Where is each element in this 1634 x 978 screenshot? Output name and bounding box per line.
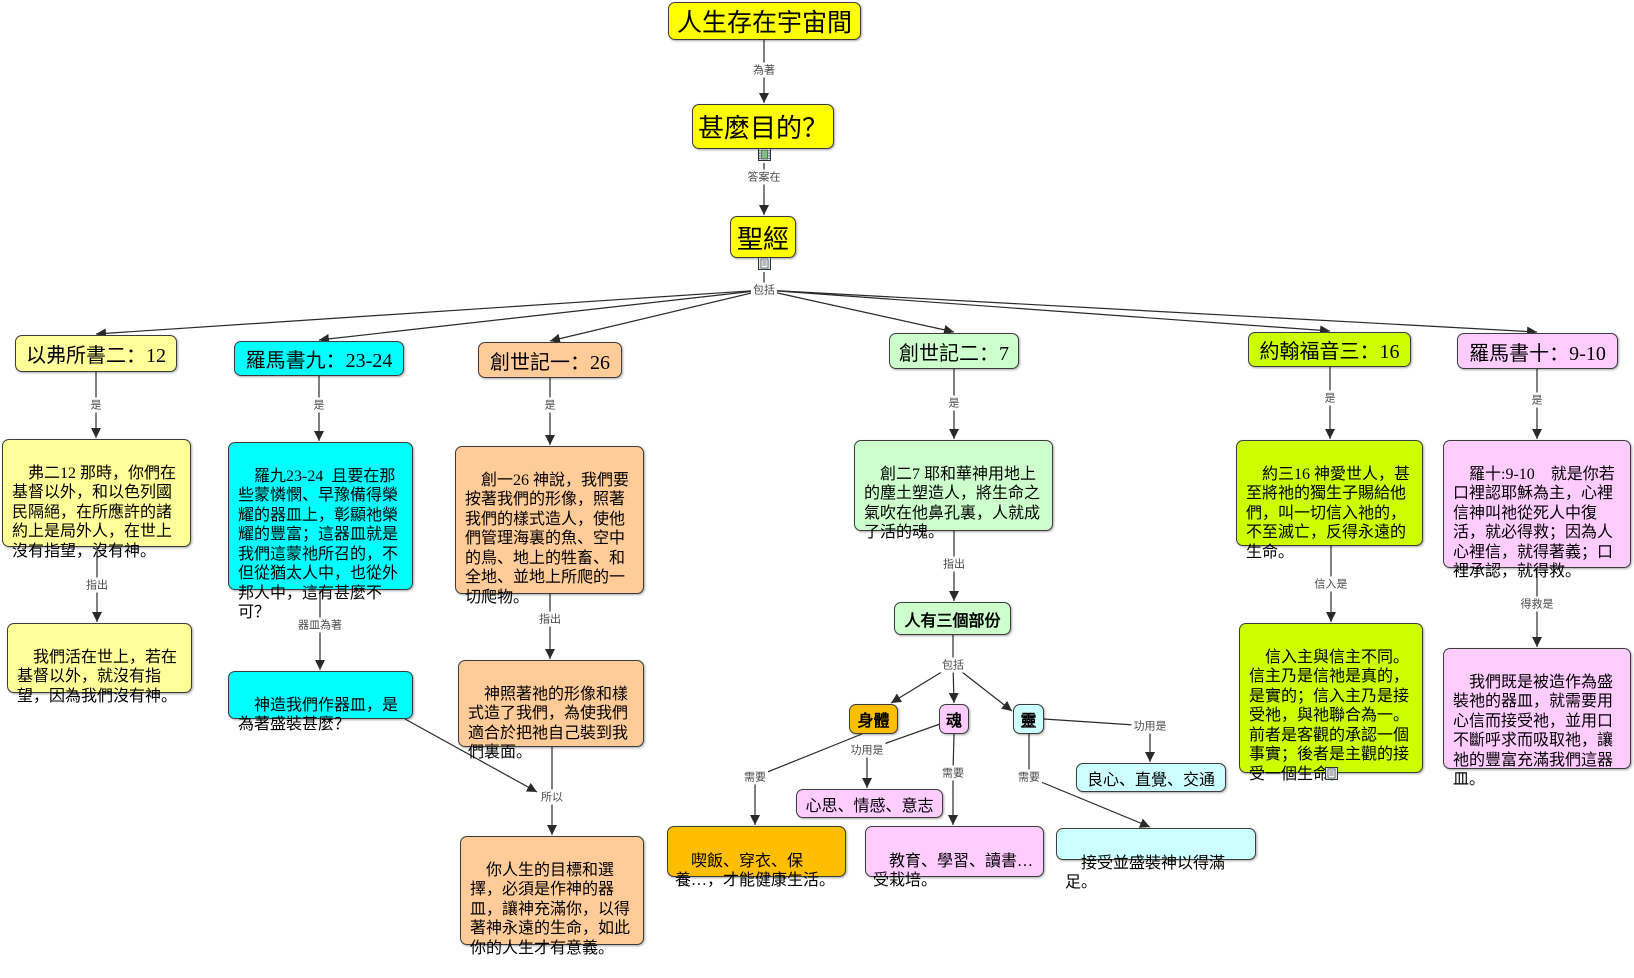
concept-question[interactable]: 甚麼目的？ <box>692 104 834 149</box>
document-icon[interactable] <box>758 257 771 270</box>
link-label-points-out-genesis1[interactable]: 指出 <box>537 611 563 627</box>
romans9-point-text: 神造我們作器皿，是為著盛裝甚麼？ <box>238 696 399 734</box>
concept-john3-point[interactable]: 信入主與信主不同。信主乃是信祂是真的，是實的；信入主乃是接受祂，與祂聯合為一。前… <box>1239 623 1423 783</box>
link-arrow <box>763 289 955 335</box>
concept-three-parts[interactable]: 人有三個部份 <box>894 602 1011 635</box>
link-label-is-genesis2[interactable]: 是 <box>946 395 962 411</box>
concept-romans10-ref[interactable]: 羅馬書十：9-10 <box>1457 333 1618 369</box>
document-icon[interactable] <box>1325 767 1338 780</box>
genesis1-ref-text: 創世記一：26 <box>490 351 610 374</box>
conclusion-text: 你人生的目標和選擇，必須是作神的器皿，讓神充滿你，以得著神永遠的生命，如此你的人… <box>470 861 631 957</box>
link-label-therefore[interactable]: 所以 <box>539 789 565 805</box>
ephesians-point-text: 我們活在世上，若在基督以外，就沒有指望，因為我們沒有神。 <box>17 648 178 705</box>
film-icon[interactable] <box>758 148 771 161</box>
link-label-answer-in[interactable]: 答案在 <box>745 169 783 185</box>
link-arrow <box>763 289 1538 337</box>
link-label-vessel-for[interactable]: 器皿為著 <box>296 617 344 633</box>
soul-function-text: 心思、情感、意志 <box>805 797 934 815</box>
link-label-is-romans9[interactable]: 是 <box>311 397 327 413</box>
link-label-for[interactable]: 為著 <box>751 62 777 78</box>
genesis2-ref-text: 創世記二：7 <box>899 342 1009 365</box>
concept-conclusion[interactable]: 你人生的目標和選擇，必須是作神的器皿，讓神充滿你，以得著神永遠的生命，如此你的人… <box>460 836 644 957</box>
link-label-is-genesis1[interactable]: 是 <box>542 397 558 413</box>
concept-genesis1-text[interactable]: 創一26 神說，我們要按著我們的形像，照著我們的樣式造人，使他們管理海裏的魚、空… <box>455 446 644 606</box>
genesis2-verse-text: 創二7 耶和華神用地上的塵土塑造人，將生命之氣吹在他鼻孔裏，人就成了活的魂。 <box>864 465 1041 542</box>
link-label-spirit-need[interactable]: 需要 <box>1016 769 1042 785</box>
link-arrow <box>318 289 765 344</box>
link-label-points-out-ephesians[interactable]: 指出 <box>84 577 110 593</box>
spirit-function-text: 良心、直覺、交通 <box>1086 771 1215 789</box>
link-label-is-john3[interactable]: 是 <box>1322 390 1338 406</box>
body-need-text: 喫飯、穿衣、保養…，才能健康生活。 <box>675 852 836 890</box>
concept-ephesians-point[interactable]: 我們活在世上，若在基督以外，就沒有指望，因為我們沒有神。 <box>7 623 192 705</box>
link-arrow <box>1028 776 1151 828</box>
link-label-points-out-genesis2[interactable]: 指出 <box>941 556 967 572</box>
concept-romans10-point[interactable]: 我們既是被造作為盛裝祂的器皿，就需要用心信而接受祂，並用口不斷呼求而吸取祂，讓祂… <box>1443 648 1631 788</box>
concept-john3-ref[interactable]: 約翰福音三：16 <box>1248 332 1411 367</box>
link-label-soul-need[interactable]: 需要 <box>940 765 966 781</box>
link-label-body-need[interactable]: 需要 <box>742 769 768 785</box>
romans9-ref-text: 羅馬書九：23-24 <box>245 350 393 372</box>
link-arrow <box>404 718 538 793</box>
concept-ephesians-text[interactable]: 弗二12 那時，你們在基督以外，和以色列國民隔絕，在所應許的諸約上是局外人，在世… <box>2 439 191 560</box>
concept-body-need[interactable]: 喫飯、穿衣、保養…，才能健康生活。 <box>667 826 846 889</box>
john3-point-text: 信入主與信主不同。信主乃是信祂是真的，是實的；信入主乃是接受祂，與祂聯合為一。前… <box>1249 648 1410 783</box>
link-label-soul-function[interactable]: 功用是 <box>848 742 886 758</box>
concept-bible-text: 聖經 <box>736 224 789 254</box>
link-arrow <box>549 289 765 344</box>
link-arrow <box>952 664 1013 712</box>
concept-genesis2-ref[interactable]: 創世記二：7 <box>889 333 1019 369</box>
ephesians-verse-text: 弗二12 那時，你們在基督以外，和以色列國民隔絕，在所應許的諸約上是局外人，在世… <box>12 464 177 560</box>
concept-bible[interactable]: 聖經 <box>730 216 796 258</box>
link-label-spirit-function[interactable]: 功用是 <box>1131 718 1169 734</box>
concept-soul-need[interactable]: 教育、學習、讀書…受栽培。 <box>865 826 1044 889</box>
romans10-ref-text: 羅馬書十：9-10 <box>1469 342 1606 365</box>
concept-ephesians-ref[interactable]: 以弗所書二：12 <box>15 335 177 372</box>
romans9-verse-text: 羅九23-24 且要在那些蒙憐憫、早豫備得榮耀的器皿上，彰顯祂榮耀的豐富；這器皿… <box>238 467 399 622</box>
concept-genesis2-text[interactable]: 創二7 耶和華神用地上的塵土塑造人，將生命之氣吹在他鼻孔裏，人就成了活的魂。 <box>854 440 1053 541</box>
romans10-verse-text: 羅十:9-10 就是你若口裡認耶穌為主，心裡信神叫祂從死人中復活，就必得救；因為… <box>1453 465 1615 581</box>
concept-soul[interactable]: 魂 <box>939 704 969 734</box>
concept-john3-text[interactable]: 約三16 神愛世人，甚至將祂的獨生子賜給他們，叫一切信入祂的，不至滅亡，反得永遠… <box>1236 440 1423 561</box>
concept-romans9-ref[interactable]: 羅馬書九：23-24 <box>234 341 404 376</box>
concept-spirit-need[interactable]: 接受並盛裝神以得滿足。 <box>1056 828 1256 891</box>
concept-soul-function[interactable]: 心思、情感、意志 <box>796 789 943 818</box>
body-text: 身體 <box>857 713 890 730</box>
concept-genesis1-ref[interactable]: 創世記一：26 <box>478 342 622 378</box>
link-label-includes-parts[interactable]: 包括 <box>940 657 966 673</box>
genesis1-point-text: 神照著祂的形像和樣式造了我們，為使我們適合於把祂自己裝到我們裏面。 <box>468 685 629 762</box>
link-arrow <box>95 289 765 339</box>
concept-romans9-point[interactable]: 神造我們作器皿，是為著盛裝甚麼？ <box>228 671 413 733</box>
spirit-text: 靈 <box>1020 713 1037 730</box>
concept-root-text: 人生存在宇宙間 <box>676 10 852 37</box>
romans10-point-text: 我們既是被造作為盛裝祂的器皿，就需要用心信而接受祂，並用口不斷呼求而吸取祂，讓祂… <box>1453 673 1614 789</box>
soul-text: 魂 <box>945 713 962 730</box>
soul-need-text: 教育、學習、讀書…受栽培。 <box>873 852 1034 890</box>
concept-question-text: 甚麼目的？ <box>697 114 828 143</box>
link-line <box>754 733 863 778</box>
link-label-believe-into-is[interactable]: 信入是 <box>1312 576 1350 592</box>
link-label-is-ephesians[interactable]: 是 <box>88 397 104 413</box>
link-label-saved-is[interactable]: 得救是 <box>1518 596 1556 612</box>
john3-ref-text: 約翰福音三：16 <box>1259 341 1400 363</box>
link-label-is-romans10[interactable]: 是 <box>1529 392 1545 408</box>
concept-root[interactable]: 人生存在宇宙間 <box>668 2 861 40</box>
concept-map: 人生存在宇宙間 甚麼目的？ 聖經 以弗所書二：12 <box>2 2 1631 957</box>
concept-genesis1-point[interactable]: 神照著祂的形像和樣式造了我們，為使我們適合於把祂自己裝到我們裏面。 <box>458 660 644 761</box>
concept-romans10-text[interactable]: 羅十:9-10 就是你若口裡認耶穌為主，心裡信神叫祂從死人中復活，就必得救；因為… <box>1443 440 1631 580</box>
concept-spirit[interactable]: 靈 <box>1013 704 1044 734</box>
john3-verse-text: 約三16 神愛世人，甚至將祂的獨生子賜給他們，叫一切信入祂的，不至滅亡，反得永遠… <box>1246 465 1411 561</box>
three-parts-text: 人有三個部份 <box>904 612 1001 630</box>
concept-romans9-text[interactable]: 羅九23-24 且要在那些蒙憐憫、早豫備得榮耀的器皿上，彰顯祂榮耀的豐富；這器皿… <box>228 442 413 621</box>
ephesians-ref-text: 以弗所書二：12 <box>26 345 166 367</box>
link-label-includes[interactable]: 包括 <box>751 282 777 298</box>
concept-body[interactable]: 身體 <box>849 704 898 734</box>
link-arrow <box>763 289 1331 336</box>
spirit-need-text: 接受並盛裝神以得滿足。 <box>1065 854 1226 892</box>
concept-spirit-function[interactable]: 良心、直覺、交通 <box>1076 763 1226 792</box>
genesis1-verse-text: 創一26 神說，我們要按著我們的形像，照著我們的樣式造人，使他們管理海裏的魚、空… <box>465 471 630 606</box>
